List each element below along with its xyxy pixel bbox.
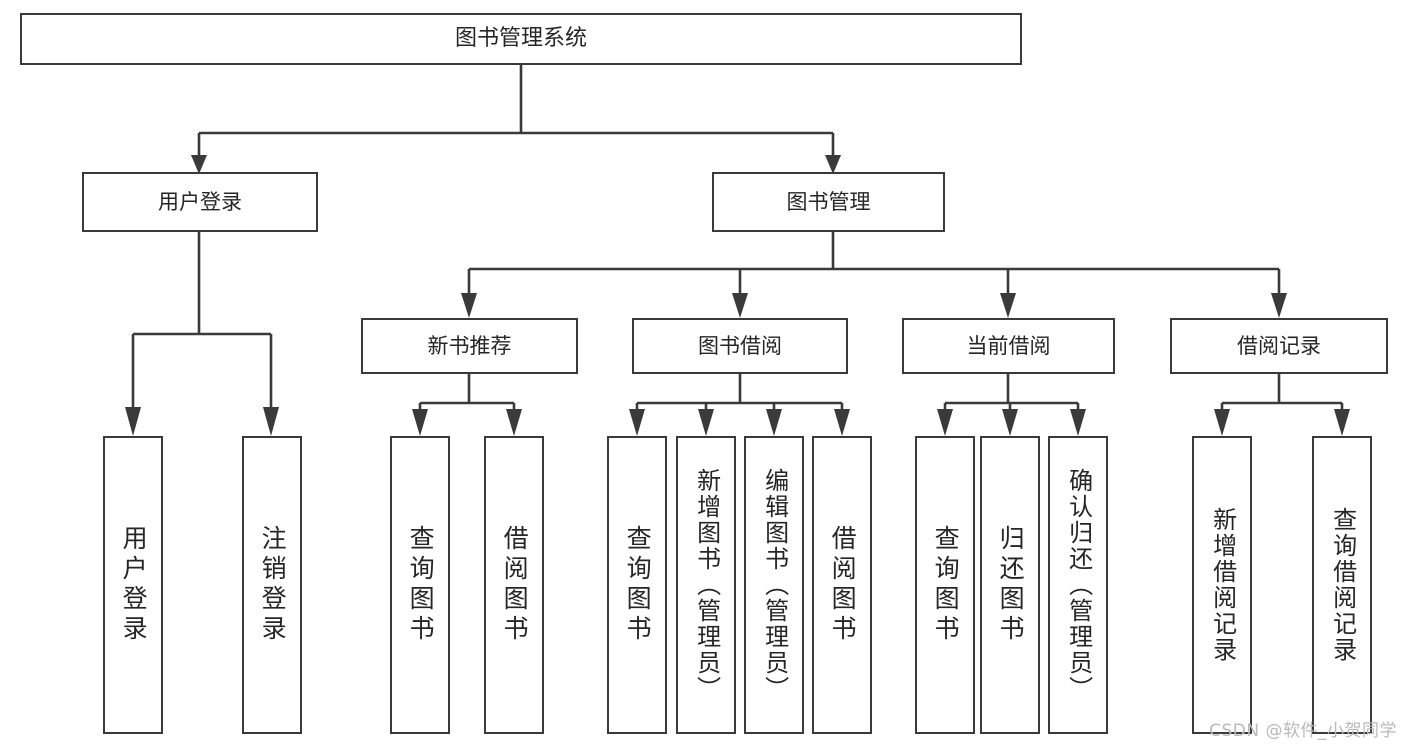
arrowhead-leaf-add-record [1214, 409, 1230, 436]
node-leaf-user-login[interactable]: 用户登录 [103, 436, 163, 734]
node-leaf-query-book-3[interactable]: 查询图书 [915, 436, 975, 734]
arrowhead-leaf-confirm-return [1070, 409, 1086, 436]
node-label: 图书管理系统 [454, 26, 587, 52]
arrowhead-leaf-add-book [698, 409, 714, 436]
node-label: 新书推荐 [427, 333, 512, 358]
arrowhead-leaf-query-book-3 [937, 409, 953, 436]
node-root-book-management-system[interactable]: 图书管理系统 [20, 13, 1022, 65]
node-label: 查询图书 [931, 525, 961, 645]
node-label: 新增图书（管理员） [692, 468, 721, 702]
node-book-manage[interactable]: 图书管理 [712, 172, 945, 232]
node-leaf-confirm-return[interactable]: 确认归还（管理员） [1048, 436, 1108, 734]
arrowhead-leaf-user-login [125, 407, 141, 436]
node-label: 确认归还（管理员） [1064, 468, 1093, 702]
node-label: 用户登录 [119, 525, 149, 645]
arrowhead-leaf-query-book-1 [412, 409, 428, 436]
arrowhead-leaf-logout-login [263, 407, 279, 436]
node-book-borrow[interactable]: 图书借阅 [632, 318, 848, 374]
arrowhead-new-book-recommend [461, 293, 477, 318]
arrowhead-borrow-record [1271, 293, 1287, 318]
node-label: 查询图书 [623, 525, 653, 645]
node-user-login[interactable]: 用户登录 [82, 172, 318, 232]
node-leaf-logout-login[interactable]: 注销登录 [242, 436, 302, 734]
node-label: 图书借阅 [698, 333, 782, 358]
arrowhead-leaf-query-book-2 [629, 409, 645, 436]
node-leaf-edit-book[interactable]: 编辑图书（管理员） [744, 436, 804, 734]
node-label: 借阅图书 [500, 525, 530, 645]
node-leaf-add-book[interactable]: 新增图书（管理员） [676, 436, 736, 734]
arrowhead-current-borrow [1000, 293, 1016, 318]
node-label: 图书管理 [786, 189, 871, 214]
node-label: 借阅图书 [828, 525, 858, 645]
node-leaf-add-record[interactable]: 新增借阅记录 [1192, 436, 1252, 734]
node-label: 编辑图书（管理员） [760, 468, 789, 702]
node-label: 用户登录 [158, 189, 242, 214]
node-leaf-borrow-book-1[interactable]: 借阅图书 [484, 436, 544, 734]
node-new-book-recommend[interactable]: 新书推荐 [361, 318, 578, 374]
node-label: 新增借阅记录 [1208, 507, 1237, 663]
arrowhead-leaf-edit-book [766, 409, 782, 436]
node-current-borrow[interactable]: 当前借阅 [902, 318, 1115, 374]
node-borrow-record[interactable]: 借阅记录 [1170, 318, 1388, 374]
node-leaf-query-book-2[interactable]: 查询图书 [607, 436, 667, 734]
node-leaf-query-record[interactable]: 查询借阅记录 [1312, 436, 1372, 734]
node-label: 查询借阅记录 [1328, 507, 1357, 663]
csdn-watermark: CSDN @软件_小贺同学 [1209, 721, 1397, 741]
arrowhead-user-login [191, 155, 207, 174]
node-leaf-borrow-book-2[interactable]: 借阅图书 [812, 436, 872, 734]
arrowhead-leaf-borrow-book-2 [834, 409, 850, 436]
node-label: 借阅记录 [1237, 333, 1321, 358]
node-label: 查询图书 [406, 525, 436, 645]
node-label: 注销登录 [258, 525, 288, 645]
arrowhead-book-borrow [732, 293, 748, 318]
node-label: 当前借阅 [966, 333, 1051, 358]
node-leaf-query-book-1[interactable]: 查询图书 [390, 436, 450, 734]
arrowhead-book-manage [825, 155, 841, 174]
arrowhead-leaf-query-record [1334, 409, 1350, 436]
arrowhead-leaf-return-book [1002, 409, 1018, 436]
arrowhead-leaf-borrow-book-1 [506, 409, 522, 436]
node-leaf-return-book[interactable]: 归还图书 [980, 436, 1040, 734]
node-label: 归还图书 [996, 525, 1026, 645]
